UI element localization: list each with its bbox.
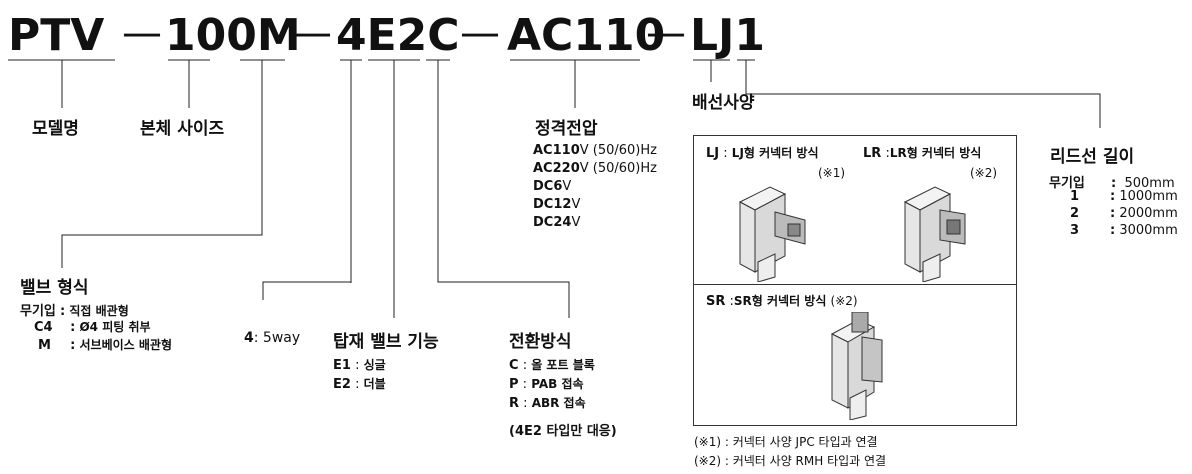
lead-item: 무기입: 500mm <box>1049 176 1175 191</box>
wiring-lr-note: (※2) <box>970 166 998 180</box>
valve-type-title: 밸브 형식 <box>20 278 89 298</box>
switching-note: (4E2 타입만 대응) <box>509 424 617 439</box>
code-part-wiring: LJ1 <box>690 10 766 61</box>
wiring-sr: SR :SR형 커넥터 방식 (※2) <box>706 294 858 309</box>
way-item: 4: 5way <box>244 330 301 346</box>
voltage-item: AC220V (50/60)Hz <box>533 161 657 176</box>
valve-type-item: M : 서브베이스 배관형 <box>38 338 172 353</box>
voltage-item: DC24V <box>533 215 581 230</box>
valve-type-item: C4 : Ø4 피팅 취부 <box>34 320 151 335</box>
lead-item: 3: 3000mm <box>1070 223 1178 238</box>
valve-type-item: 무기입 : 직접 배관형 <box>20 304 129 319</box>
code-dash-1: — <box>122 10 162 56</box>
wiring-lj: LJ : LJ형 커넥터 방식 <box>706 146 819 161</box>
line-mask <box>345 283 357 474</box>
code-part-ptv: PTV <box>8 10 105 61</box>
valve-function-title: 탑재 밸브 기능 <box>333 332 439 352</box>
lead-item: 2: 2000mm <box>1070 206 1178 221</box>
switching-item: C : 올 포트 블록 <box>509 358 595 373</box>
voltage-item: DC6V <box>533 179 572 194</box>
wiring-box-bottom <box>693 284 1017 426</box>
code-part-voltage: AC110 <box>507 10 666 61</box>
code-dash-2: — <box>292 10 332 56</box>
lead-length-title: 리드선 길이 <box>1050 147 1135 167</box>
switching-item: P : PAB 접속 <box>509 377 584 392</box>
lead-item: 1: 1000mm <box>1070 189 1178 204</box>
voltage-item: DC12V <box>533 197 581 212</box>
valve-function-item: E1 : 싱글 <box>333 358 386 373</box>
switching-item: R : ABR 접속 <box>509 396 586 411</box>
switching-title: 전환방식 <box>509 332 572 352</box>
body-size-label: 본체 사이즈 <box>140 119 225 139</box>
lj-connector-illustration <box>738 186 806 282</box>
sr-connector-illustration <box>830 312 883 420</box>
code-part-valve: 4E2C <box>336 10 460 61</box>
code-dash-4: — <box>646 10 686 56</box>
wiring-title: 배선사양 <box>692 93 755 113</box>
valve-function-item: E2 : 더블 <box>333 377 386 392</box>
wiring-footnote-1: (※1) : 커넥터 사양 JPC 타입과 연결 <box>694 435 878 449</box>
wiring-footnote-2: (※2) : 커넥터 사양 RMH 타입과 연결 <box>694 454 887 468</box>
lr-connector-illustration <box>903 186 966 282</box>
wiring-lr: LR :LR형 커넥터 방식 <box>863 146 982 161</box>
wiring-lj-note: (※1) <box>818 166 846 180</box>
rated-voltage-title: 정격전압 <box>535 119 598 139</box>
code-part-size: 100M <box>165 10 301 61</box>
voltage-item: AC110V (50/60)Hz <box>533 143 657 158</box>
model-name-label: 모델명 <box>32 119 79 139</box>
code-dash-3: — <box>460 10 500 56</box>
